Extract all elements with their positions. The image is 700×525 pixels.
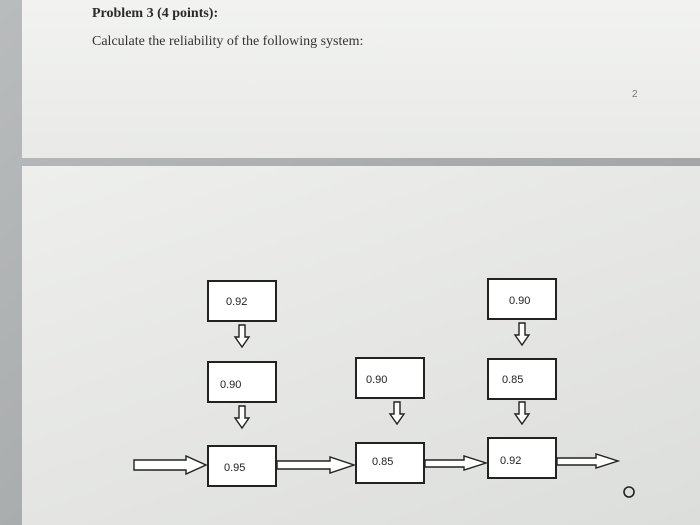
problem-heading: Problem 3 (4 points): — [92, 6, 219, 21]
block-b3: 0.95 — [207, 445, 277, 487]
block-b5: 0.85 — [355, 442, 425, 484]
down-arrow-4-icon — [514, 322, 530, 346]
down-arrow-1-icon — [234, 324, 250, 348]
block-b4-label: 0.90 — [366, 374, 387, 386]
input-arrow-icon — [133, 454, 208, 476]
down-arrow-3-icon — [389, 401, 405, 425]
question-sheet — [22, 0, 700, 158]
down-arrow-5-icon — [514, 401, 530, 425]
block-b7: 0.85 — [487, 358, 557, 400]
block-b2: 0.90 — [207, 361, 277, 403]
output-arrow-icon — [556, 453, 621, 469]
block-b6: 0.90 — [487, 278, 557, 320]
block-b1-label: 0.92 — [226, 296, 247, 308]
arrow-b5-b8-icon — [424, 455, 489, 471]
block-b7-label: 0.85 — [502, 374, 523, 386]
circle-mark-icon — [623, 486, 635, 498]
down-arrow-2-icon — [234, 405, 250, 429]
problem-prompt: Calculate the reliability of the followi… — [92, 34, 364, 49]
block-b4: 0.90 — [355, 357, 425, 399]
block-b3-label: 0.95 — [224, 462, 245, 474]
block-b5-label: 0.85 — [372, 456, 393, 468]
block-b8: 0.92 — [487, 437, 557, 479]
block-b1: 0.92 — [207, 280, 277, 322]
page-number: 2 — [632, 89, 638, 100]
block-b8-label: 0.92 — [500, 455, 521, 467]
block-b2-label: 0.90 — [220, 379, 241, 391]
block-b6-label: 0.90 — [509, 295, 530, 307]
arrow-b3-b5-icon — [276, 456, 357, 474]
